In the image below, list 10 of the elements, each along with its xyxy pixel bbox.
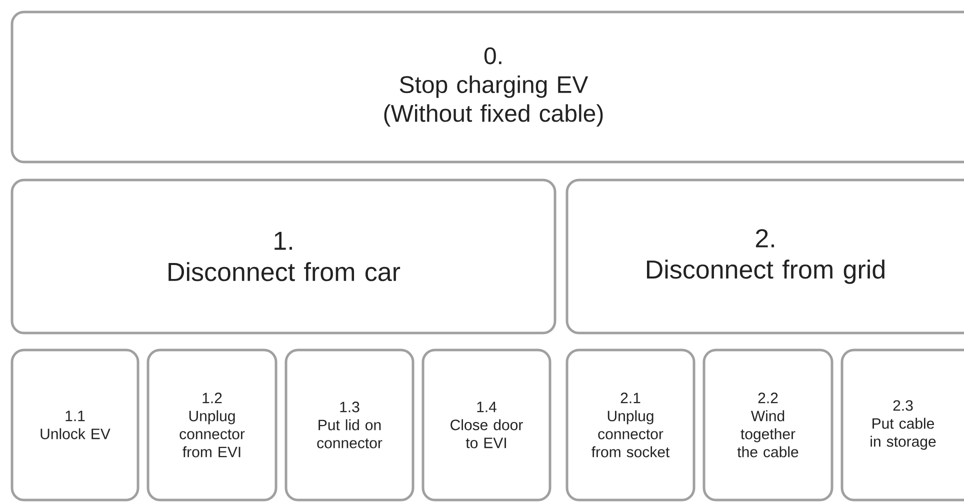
task-box: 1.4 Close door to EVI bbox=[422, 348, 552, 502]
task-box: 2.3 Put cable in storage bbox=[840, 348, 964, 502]
task-box: 1.3 Put lid on connector bbox=[284, 348, 414, 502]
task-box: 2. Disconnect from grid bbox=[566, 178, 964, 334]
task-box: 1. Disconnect from car bbox=[10, 178, 556, 334]
task-box: 0. Stop charging EV (Without fixed cable) bbox=[10, 10, 964, 164]
task-box: 1.1 Unlock EV bbox=[10, 348, 140, 502]
task-box: 2.2 Wind together the cable bbox=[702, 348, 834, 502]
task-box: 2.1 Unplug connector from socket bbox=[566, 348, 696, 502]
task-box: 1.2 Unplug connector from EVI bbox=[146, 348, 278, 502]
